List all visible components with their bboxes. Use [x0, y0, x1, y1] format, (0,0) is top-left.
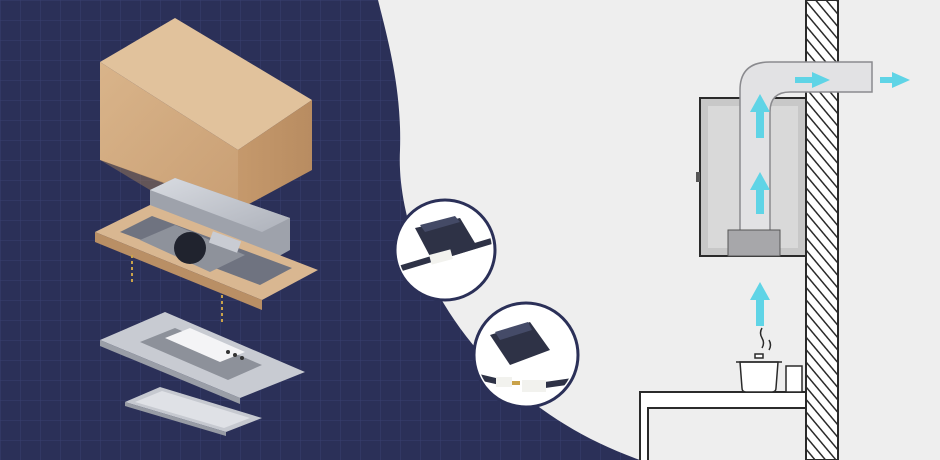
cooking-pot-icon [736, 327, 782, 393]
duct [739, 61, 873, 233]
counter [639, 391, 807, 460]
airflow-arrow-icon [750, 72, 910, 326]
grease-filter [125, 387, 262, 436]
wire-connector-open-icon [472, 301, 580, 409]
range-hood-exploded-view [95, 18, 318, 436]
wire-connector-closed-icon [393, 198, 497, 302]
hood-unit [727, 229, 781, 257]
installation-diagram [639, 0, 910, 460]
fan-motor [140, 225, 245, 272]
outlet [785, 365, 803, 393]
bottom-panel [100, 312, 305, 404]
wood-housing [100, 18, 312, 210]
